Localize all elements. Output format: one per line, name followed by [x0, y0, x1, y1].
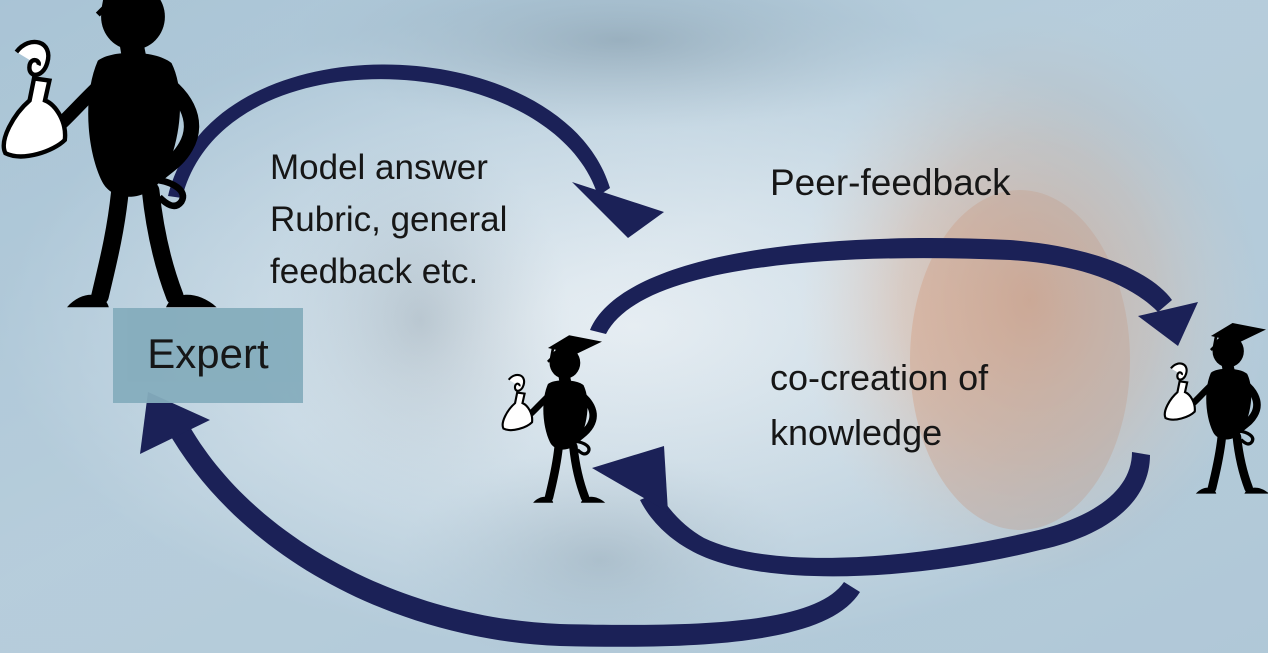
- arrow-peer-feedback-head: [1138, 302, 1198, 346]
- arrow-expert-to-peers: [168, 64, 610, 199]
- model-answer-line-2: Rubric, general: [270, 200, 508, 239]
- arrow-to-expert: [166, 420, 860, 647]
- cocreation-line-1: co-creation of: [770, 357, 989, 398]
- cocreation-line-2: knowledge: [770, 412, 943, 453]
- expert-label: Expert: [147, 330, 269, 377]
- arrow-to-expert-head: [140, 392, 210, 454]
- arrow-peer-return-head: [592, 446, 668, 512]
- expert-box: Expert: [113, 308, 303, 403]
- model-answer-line-3: feedback etc.: [270, 252, 479, 291]
- model-answer-line-1: Model answer: [270, 148, 488, 187]
- arrow-peer-return: [640, 452, 1150, 577]
- arrow-peer-feedback: [590, 238, 1172, 334]
- arrow-expert-to-peers-head: [572, 182, 664, 238]
- peer-feedback-label: Peer-feedback: [770, 162, 1011, 203]
